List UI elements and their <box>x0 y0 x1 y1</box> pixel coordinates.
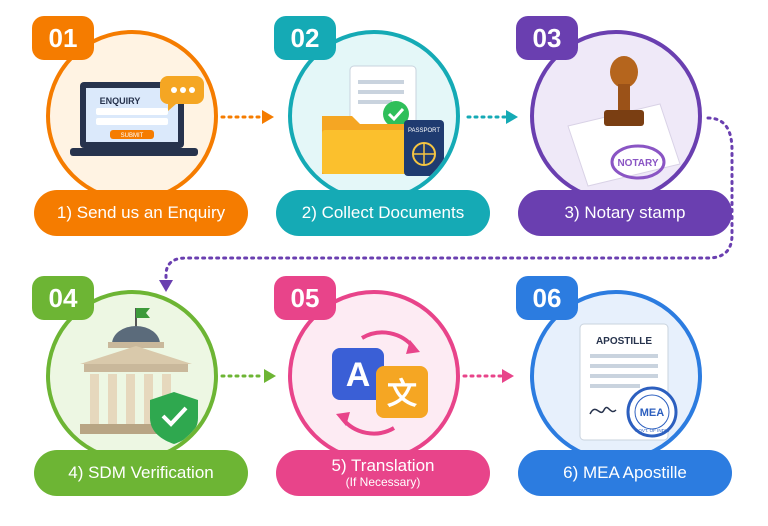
step-1-circle: ENQUIRY SUBMIT <box>46 30 218 202</box>
step-6: APOSTILLE MEA GOVT. OF INDIA 06 6) MEA A… <box>516 276 746 526</box>
step-3-number: 03 <box>516 16 578 60</box>
step-6-label: 6) MEA Apostille <box>518 450 732 496</box>
passport-text: PASSPORT <box>408 128 440 134</box>
connector-3-4 <box>164 116 734 284</box>
chat-bubble-icon <box>160 76 204 111</box>
letter-b-text: 文 <box>387 377 417 412</box>
check-icon <box>383 101 409 127</box>
apostille-doc-title: APOSTILLE <box>596 336 652 347</box>
apostille-illustration: APOSTILLE MEA GOVT. OF INDIA <box>579 323 678 441</box>
arrowhead-3-4 <box>159 280 173 292</box>
translation-illustration: A 文 <box>332 330 428 436</box>
step-2: PASSPORT 02 2) Collect Documents <box>274 16 504 266</box>
step-3-label: 3) Notary stamp <box>518 190 732 236</box>
arrowhead-4-5 <box>264 369 276 383</box>
arrowhead-1-2 <box>262 110 274 124</box>
step-1: ENQUIRY SUBMIT 01 1) Send us an Enquiry <box>32 16 262 266</box>
flag-icon <box>136 308 150 318</box>
step-5: A 文 05 5) Translation (If Necessary) <box>274 276 504 526</box>
laptop-enquiry-illustration: ENQUIRY SUBMIT <box>70 76 204 156</box>
documents-illustration: PASSPORT <box>322 65 444 176</box>
government-building-illustration <box>80 308 198 444</box>
flow-connectors <box>159 110 734 383</box>
enquiry-screen-title: ENQUIRY <box>100 96 141 106</box>
language-icon <box>376 366 428 418</box>
step-5-number: 05 <box>274 276 336 320</box>
step-4-label-text: 4) SDM Verification <box>68 462 214 482</box>
step-4-label: 4) SDM Verification <box>34 450 248 496</box>
letter-a-icon <box>332 348 384 400</box>
notary-seal <box>610 144 666 180</box>
step-5-label: 5) Translation (If Necessary) <box>276 450 490 496</box>
step-2-circle: PASSPORT <box>288 30 460 202</box>
step-1-number: 01 <box>32 16 94 60</box>
step-4: 04 4) SDM Verification <box>32 276 262 526</box>
step-6-number: 06 <box>516 276 578 320</box>
step-1-label-text: 1) Send us an Enquiry <box>56 202 226 222</box>
step-5-sublabel: (If Necessary) <box>345 474 421 489</box>
step-6-label-text: 6) MEA Apostille <box>563 462 687 482</box>
arrowhead-2-3 <box>506 110 518 124</box>
step-4-number: 04 <box>32 276 94 320</box>
step-3-label-text: 3) Notary stamp <box>564 202 686 222</box>
step-2-number: 02 <box>274 16 336 60</box>
submit-text: SUBMIT <box>121 133 144 139</box>
mea-seal-ring-text: GOVT. OF INDIA <box>635 428 669 433</box>
step-3: NOTARY 03 3) Notary stamp <box>516 16 746 266</box>
notary-seal-text: NOTARY <box>617 158 658 169</box>
step-2-label-text: 2) Collect Documents <box>301 202 465 222</box>
step-1-label: 1) Send us an Enquiry <box>34 190 248 236</box>
stamp-handle-icon <box>610 56 638 88</box>
mea-seal-text: MEA <box>640 407 665 419</box>
step-5-label-text: 5) Translation <box>331 456 435 476</box>
signature <box>589 406 617 415</box>
notary-stamp-illustration: NOTARY <box>567 56 681 187</box>
step-2-label: 2) Collect Documents <box>276 190 490 236</box>
arrowhead-5-6 <box>502 369 514 383</box>
step-3-circle: NOTARY <box>530 30 702 202</box>
letter-a-text: A <box>346 356 371 394</box>
